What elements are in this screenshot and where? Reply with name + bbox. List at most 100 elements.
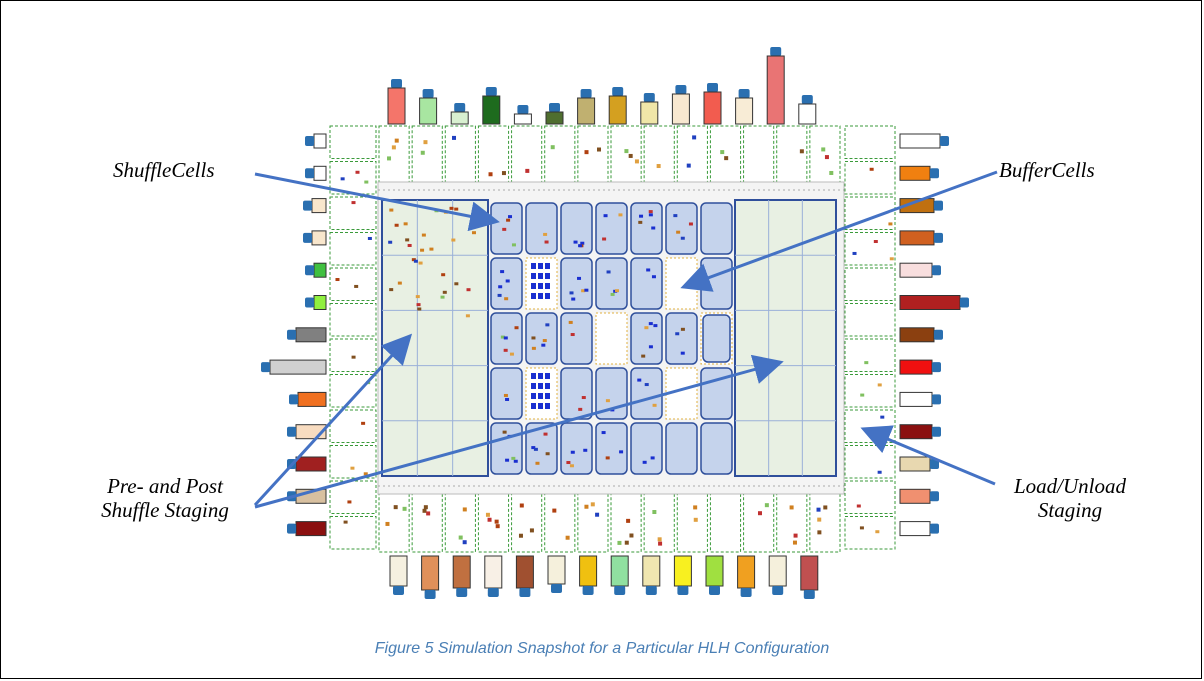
left-truck bbox=[305, 295, 327, 310]
load-dot bbox=[529, 528, 534, 533]
truck-cab bbox=[803, 590, 815, 599]
load-dot bbox=[354, 284, 359, 288]
load-dot bbox=[413, 259, 418, 263]
top-truck bbox=[482, 87, 501, 125]
truck-cab bbox=[614, 586, 626, 595]
truck-cab bbox=[738, 89, 750, 98]
truck-trailer bbox=[311, 230, 327, 246]
load-dot bbox=[657, 537, 662, 542]
container-dot bbox=[644, 326, 649, 330]
bottom-truck bbox=[800, 555, 819, 599]
container-dot bbox=[577, 276, 582, 280]
left-staging-cell bbox=[329, 338, 377, 372]
top-truck bbox=[735, 89, 754, 125]
top-truck bbox=[640, 93, 659, 125]
load-dot bbox=[889, 257, 894, 261]
truck-trailer bbox=[311, 198, 327, 214]
shuffle-cell bbox=[560, 312, 593, 365]
container-dot bbox=[570, 450, 575, 454]
truck-trailer bbox=[515, 555, 534, 589]
load-dot bbox=[816, 507, 821, 512]
container-stack bbox=[531, 393, 536, 399]
load-dot bbox=[389, 288, 394, 292]
truck-cab bbox=[519, 588, 531, 597]
post-staging-arrow bbox=[254, 354, 784, 509]
load-dot bbox=[817, 530, 822, 535]
container-dot bbox=[500, 335, 505, 339]
left-truck bbox=[303, 230, 327, 246]
load-dot bbox=[792, 540, 797, 545]
bottom-staging-cell bbox=[676, 493, 708, 553]
load-dot bbox=[423, 505, 428, 510]
load-dot bbox=[692, 135, 697, 140]
pre-post-label-line2: Shuffle Staging bbox=[101, 498, 229, 522]
truck-trailer bbox=[737, 555, 756, 589]
load-dot bbox=[388, 240, 393, 244]
container-dot bbox=[541, 343, 546, 347]
shuffle-cell bbox=[490, 257, 523, 310]
load-dot bbox=[351, 201, 356, 205]
load-dot bbox=[525, 168, 530, 173]
container-dot bbox=[502, 430, 507, 434]
truck-trailer bbox=[800, 555, 819, 591]
load-dot bbox=[824, 155, 829, 160]
truck-cab bbox=[930, 459, 939, 469]
truck-trailer bbox=[899, 456, 931, 472]
load-dot bbox=[584, 504, 589, 509]
truck-cab bbox=[772, 586, 784, 595]
pre-post-staging-label: Pre- and Post Shuffle Staging bbox=[60, 474, 270, 522]
container-stack bbox=[545, 273, 550, 279]
container-stack bbox=[538, 393, 543, 399]
container-dot bbox=[502, 227, 507, 231]
load-dot bbox=[597, 147, 602, 152]
load-dot bbox=[458, 535, 463, 540]
truck-cab bbox=[801, 95, 813, 104]
container-stack bbox=[538, 403, 543, 409]
right-truck bbox=[899, 295, 969, 310]
shuffle-cell bbox=[630, 202, 663, 255]
load-dot bbox=[421, 233, 426, 237]
container-stack bbox=[538, 383, 543, 389]
arrow-layer bbox=[253, 170, 998, 509]
container-dot bbox=[639, 214, 644, 218]
truck-cab bbox=[305, 297, 314, 308]
shuffle-cells-arrow bbox=[254, 172, 500, 232]
load-dot bbox=[407, 243, 412, 247]
container-dot bbox=[650, 456, 655, 460]
container-dot bbox=[644, 383, 649, 387]
truck-trailer bbox=[295, 327, 327, 343]
load-dot bbox=[789, 505, 794, 510]
load-dot bbox=[355, 170, 360, 174]
shuffle-cell bbox=[560, 257, 593, 310]
truck-cab bbox=[424, 590, 436, 599]
container-dot bbox=[680, 327, 685, 331]
bottom-truck bbox=[515, 555, 534, 597]
top-truck bbox=[608, 87, 627, 125]
container-dot bbox=[618, 213, 623, 217]
load-dot bbox=[487, 517, 492, 522]
truck-trailer bbox=[295, 521, 327, 537]
container-stack bbox=[538, 263, 543, 269]
truck-trailer bbox=[899, 165, 931, 181]
truck-cab bbox=[487, 588, 499, 597]
container-dot bbox=[545, 452, 550, 456]
bottom-truck bbox=[673, 555, 692, 595]
load-dot bbox=[764, 503, 769, 508]
container-dot bbox=[580, 241, 585, 245]
container-dot bbox=[533, 447, 538, 451]
container-dot bbox=[511, 243, 516, 247]
top-staging-cell bbox=[643, 125, 675, 183]
shuffle-cell bbox=[665, 312, 698, 365]
bottom-staging-cell bbox=[477, 493, 510, 553]
shuffle-cell bbox=[630, 312, 663, 365]
load-dot bbox=[441, 273, 446, 277]
load-dot bbox=[757, 511, 762, 516]
bottom-staging-cell bbox=[743, 493, 775, 553]
load-dot bbox=[466, 288, 471, 292]
container-dot bbox=[605, 456, 610, 460]
bottom-truck bbox=[705, 555, 724, 595]
truck-cab bbox=[707, 83, 718, 92]
truck-cab bbox=[770, 47, 782, 56]
pre-post-staging-block bbox=[381, 199, 489, 477]
load-dot bbox=[451, 238, 456, 242]
